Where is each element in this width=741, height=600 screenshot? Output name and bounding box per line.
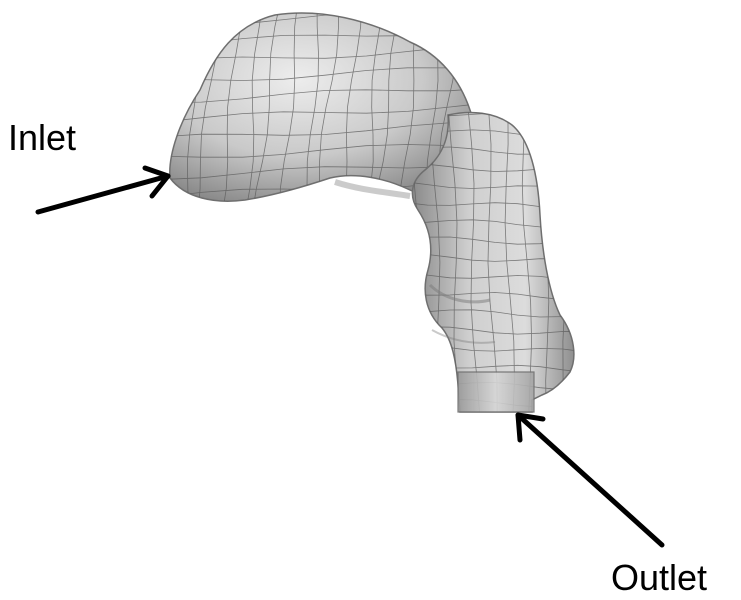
outlet-arrow xyxy=(518,415,662,545)
outlet-label: Outlet xyxy=(611,560,707,596)
inlet-label: Inlet xyxy=(8,120,76,156)
outlet-stub xyxy=(458,372,534,412)
inlet-arrow xyxy=(38,168,168,212)
